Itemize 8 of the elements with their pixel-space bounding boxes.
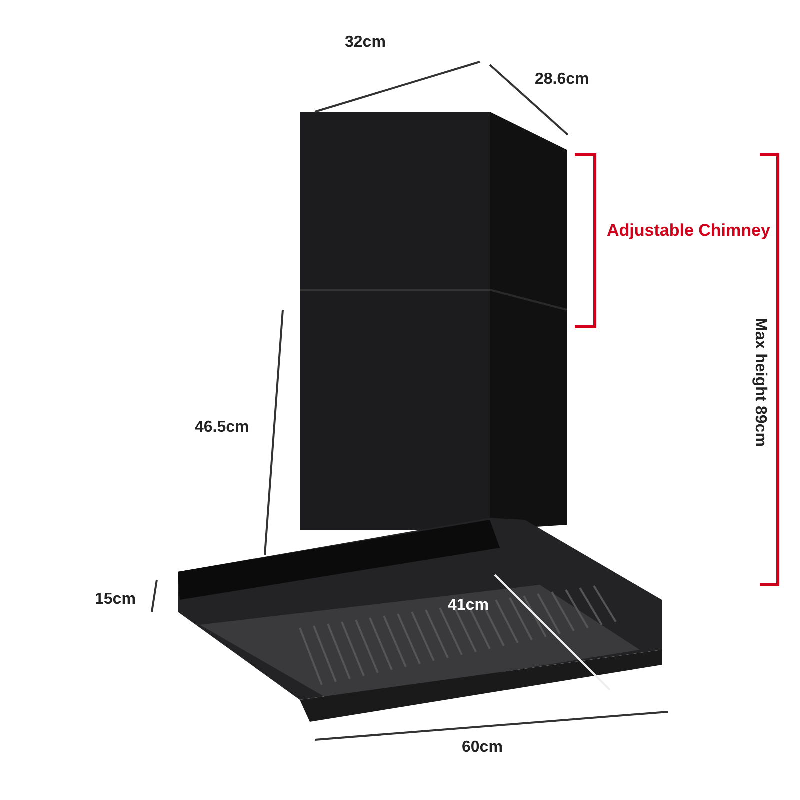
dimension-label: 32cm — [345, 35, 386, 51]
dimension-label: 15cm — [95, 592, 136, 608]
dimension-label: 41cm — [448, 598, 489, 614]
dimension-label: 46.5cm — [195, 420, 250, 436]
dimension-label: 28.6cm — [535, 72, 590, 88]
dimension-label: Max height 89cm — [752, 318, 768, 447]
part-label: Adjustable Chimney — [607, 222, 770, 239]
dimension-label: 60cm — [462, 740, 503, 756]
